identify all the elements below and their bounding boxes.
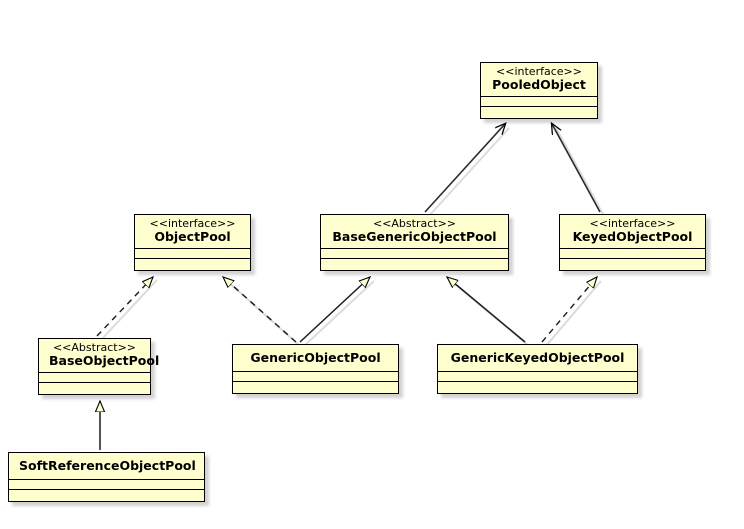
- class-methods-compartment: [9, 488, 204, 501]
- edge-base-object-pool-implements-object-pool: [96, 277, 153, 337]
- class-name-base-object-pool: BaseObjectPool: [49, 353, 160, 369]
- class-stereotype-pooled-object: <<interface>>: [496, 65, 582, 78]
- class-name-soft-reference-object-pool: SoftReferenceObjectPool: [19, 458, 196, 473]
- class-name-generic-keyed-object-pool: GenericKeyedObjectPool: [450, 350, 625, 365]
- class-stereotype-keyed-object-pool: <<interface>>: [589, 217, 676, 230]
- class-stereotype-object-pool: <<interface>>: [149, 217, 236, 230]
- class-methods-compartment: [135, 257, 250, 270]
- class-name-object-pool: ObjectPool: [154, 229, 231, 245]
- edge-generic-keyed-extends-base-generic: [447, 277, 526, 343]
- edge-generic-object-pool-implements-object-pool: [223, 277, 297, 343]
- class-box-object-pool[interactable]: <<interface>> ObjectPool: [134, 214, 251, 271]
- class-header-generic-keyed-object-pool: GenericKeyedObjectPool: [438, 345, 637, 371]
- class-methods-compartment: [481, 105, 597, 118]
- class-name-generic-object-pool: GenericObjectPool: [250, 350, 381, 365]
- class-name-pooled-object: PooledObject: [492, 77, 586, 93]
- class-header-keyed-object-pool: <<interface>> KeyedObjectPool: [560, 215, 705, 248]
- class-attributes-compartment: [321, 248, 508, 258]
- class-box-pooled-object[interactable]: <<interface>> PooledObject: [480, 62, 598, 119]
- class-box-keyed-object-pool[interactable]: <<interface>> KeyedObjectPool: [559, 214, 706, 271]
- class-attributes-compartment: [9, 479, 204, 489]
- class-box-base-generic-object-pool[interactable]: <<Abstract>> BaseGenericObjectPool: [320, 214, 509, 271]
- class-header-object-pool: <<interface>> ObjectPool: [135, 215, 250, 248]
- class-methods-compartment: [233, 380, 398, 393]
- class-name-base-generic-object-pool: BaseGenericObjectPool: [332, 229, 497, 245]
- class-methods-compartment: [438, 380, 637, 393]
- class-methods-compartment: [560, 257, 705, 270]
- edge-generic-object-pool-extends-base-generic: [299, 277, 370, 343]
- class-stereotype-base-generic-object-pool: <<Abstract>>: [372, 217, 457, 230]
- class-header-generic-object-pool: GenericObjectPool: [233, 345, 398, 371]
- class-box-soft-reference-object-pool[interactable]: SoftReferenceObjectPool: [8, 452, 205, 502]
- edge-generic-keyed-implements-keyed-object-pool: [541, 277, 597, 343]
- class-attributes-compartment: [438, 371, 637, 381]
- class-header-base-object-pool: <<Abstract>> BaseObjectPool: [39, 339, 160, 372]
- class-attributes-compartment: [560, 248, 705, 258]
- class-box-generic-object-pool[interactable]: GenericObjectPool: [232, 344, 399, 394]
- class-name-keyed-object-pool: KeyedObjectPool: [572, 229, 693, 245]
- class-header-soft-reference-object-pool: SoftReferenceObjectPool: [9, 453, 204, 479]
- class-attributes-compartment: [135, 248, 250, 258]
- class-methods-compartment: [321, 257, 508, 270]
- edge-keyed-to-pooled: [552, 124, 601, 213]
- class-attributes-compartment: [481, 96, 597, 106]
- class-attributes-compartment: [233, 371, 398, 381]
- class-methods-compartment: [39, 381, 150, 394]
- class-header-base-generic-object-pool: <<Abstract>> BaseGenericObjectPool: [321, 215, 508, 248]
- edge-base-generic-to-pooled: [424, 124, 505, 213]
- class-header-pooled-object: <<interface>> PooledObject: [481, 63, 597, 96]
- class-attributes-compartment: [39, 372, 150, 382]
- class-box-generic-keyed-object-pool[interactable]: GenericKeyedObjectPool: [437, 344, 638, 394]
- class-stereotype-base-object-pool: <<Abstract>>: [52, 341, 137, 354]
- class-box-base-object-pool[interactable]: <<Abstract>> BaseObjectPool: [38, 338, 160, 395]
